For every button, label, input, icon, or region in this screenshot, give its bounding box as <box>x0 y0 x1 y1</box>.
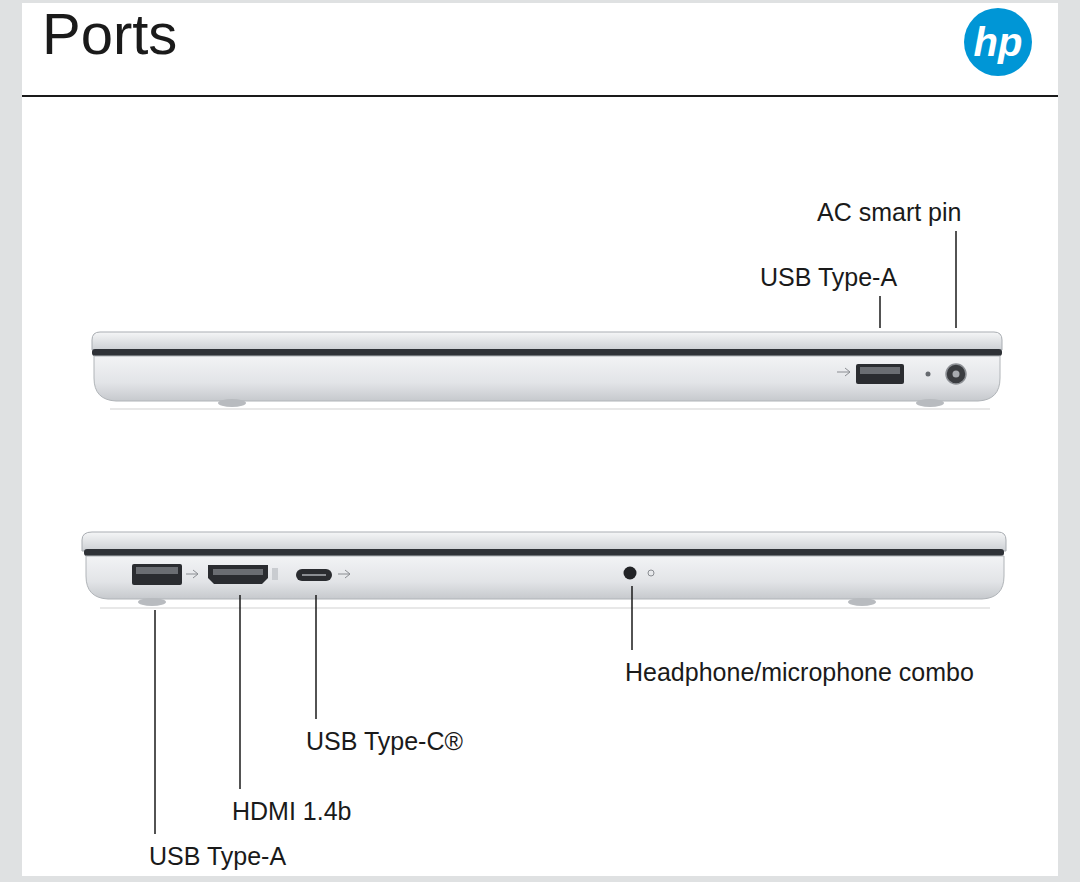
page-panel <box>22 3 1058 876</box>
logo-disc <box>964 8 1032 76</box>
brand-logo: hp <box>964 8 1032 76</box>
port-label: Headphone/microphone combo <box>625 657 974 687</box>
port-label: AC smart pin <box>817 197 961 227</box>
port-label: HDMI 1.4b <box>232 796 351 826</box>
leader-lines <box>155 231 956 834</box>
port-label: USB Type-C® <box>306 726 463 756</box>
port-label: USB Type-A <box>760 262 897 292</box>
laptop-right-side <box>92 332 1002 410</box>
header-rule <box>22 95 1058 97</box>
port-label: USB Type-A <box>149 841 286 871</box>
laptop-left-side <box>82 532 1006 609</box>
page-title: Ports <box>42 0 177 68</box>
